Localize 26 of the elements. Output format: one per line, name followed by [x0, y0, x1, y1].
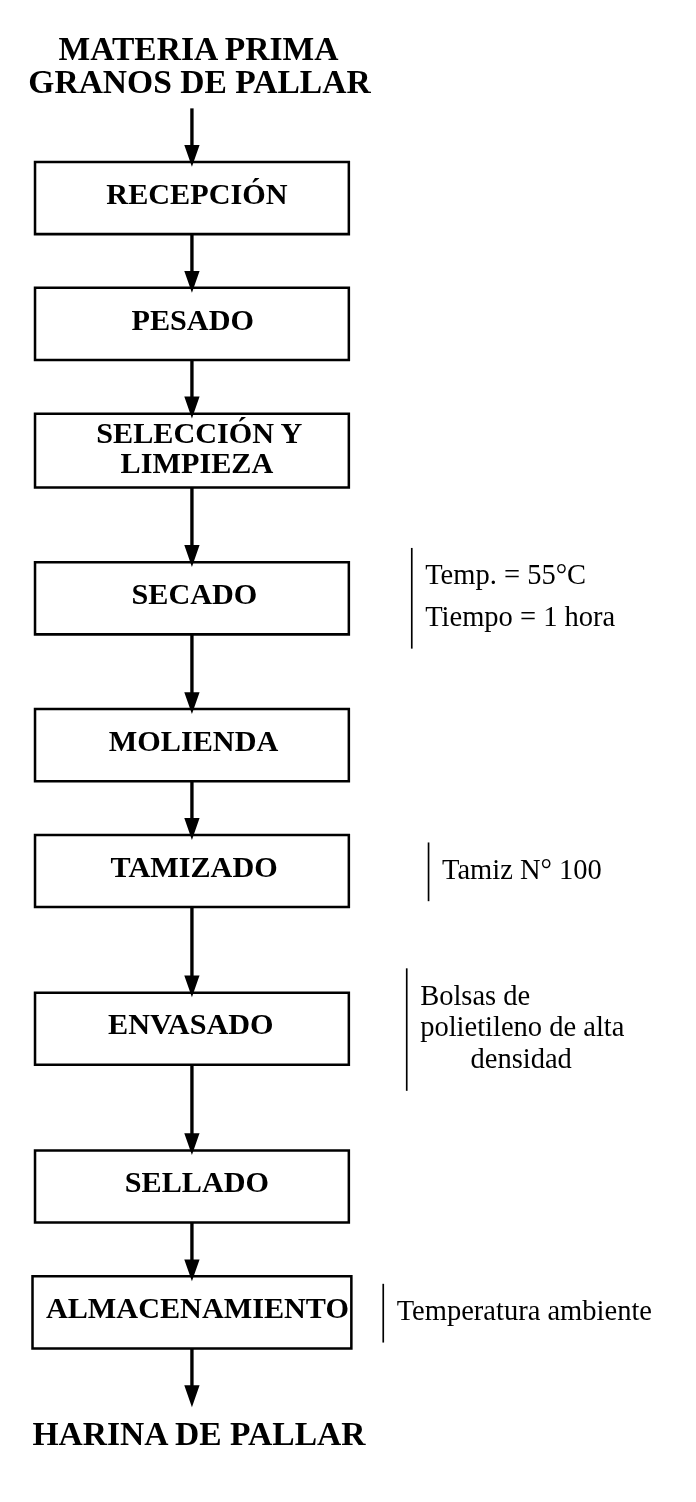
- node-label: Temp. = 55°C: [425, 559, 587, 591]
- arrow: [184, 487, 200, 567]
- node-box: ENVASADO: [33, 991, 351, 1067]
- node-box: SECADO: [33, 560, 351, 636]
- arrow: [184, 907, 200, 998]
- node-box: PESADO: [33, 286, 351, 362]
- node-label: Bolsas de polietileno de alta densidad: [420, 979, 625, 1075]
- arrow: [184, 360, 200, 419]
- node-label: Temperatura ambiente: [396, 1295, 652, 1327]
- arrow: [184, 108, 200, 167]
- node-box: MOLIENDA: [33, 707, 351, 783]
- arrow: [184, 1065, 200, 1155]
- node-box: ALMACENAMIENTO: [31, 1275, 353, 1350]
- node-box: RECEPCIÓN: [33, 160, 351, 236]
- node-text: HARINA DE PALLAR: [32, 1414, 366, 1452]
- arrow: [184, 1222, 200, 1282]
- node-label: Tamiz N° 100: [441, 853, 602, 885]
- arrow: [184, 634, 200, 715]
- arrow: [184, 1348, 200, 1408]
- arrow: [184, 234, 200, 293]
- node-box: TAMIZADO: [33, 833, 351, 909]
- node-box: SELLADO: [33, 1149, 351, 1224]
- node-label: Tiempo = 1 hora: [425, 601, 616, 633]
- arrow: [184, 781, 200, 840]
- node-box: SELECCIÓN Y LIMPIEZA: [33, 412, 351, 489]
- node-text: MATERIA PRIMA GRANOS DE PALLAR: [28, 29, 371, 101]
